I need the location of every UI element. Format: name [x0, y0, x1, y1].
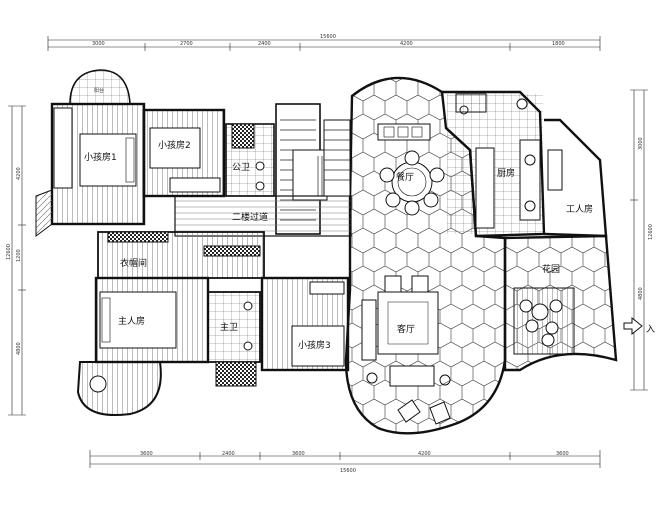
label-cloakroom: 衣帽间: [120, 257, 147, 269]
kid1-pillow: [125, 137, 135, 183]
master-balcony: [76, 361, 162, 416]
label-public-bath: 公卫: [232, 162, 250, 173]
dim-bottom-5: 3600: [556, 451, 569, 457]
master-pillow: [101, 297, 111, 343]
label-kitchen: 厨房: [497, 167, 515, 179]
stair-east: [323, 119, 351, 197]
sink-icon: [255, 181, 265, 191]
balcony-chair: [89, 375, 107, 393]
dim-bottom-total: 15600: [340, 468, 356, 474]
dimension-right: 3000 4800 12600: [630, 89, 654, 391]
dim-bottom-1: 3600: [140, 451, 153, 457]
dim-right-2: 4800: [638, 287, 644, 300]
stove-icon: [524, 200, 536, 212]
dim-top-4: 4200: [400, 41, 413, 47]
label-master-bath: 主卫: [220, 321, 238, 333]
corridor-floor: [174, 195, 352, 237]
dim-right-total: 12600: [648, 224, 654, 240]
label-kid2: 小孩房2: [158, 139, 191, 151]
label-master: 主人房: [118, 315, 145, 327]
public-bath-shower: [231, 123, 255, 149]
label-living: 客厅: [397, 323, 415, 335]
top-balcony: [69, 69, 131, 105]
cloakroom-rack: [107, 231, 169, 243]
label-dining: 餐厅: [396, 171, 414, 183]
kid1-wardrobe: [53, 107, 73, 189]
dim-bottom-2: 2400: [222, 451, 235, 457]
label-corridor: 二楼过道: [232, 211, 268, 223]
kid2-bed: [149, 127, 201, 169]
entrance-arrow-icon: [623, 316, 643, 336]
kid2-wardrobe: [169, 177, 221, 193]
label-kid1: 小孩房1: [84, 151, 117, 163]
label-balcony: 阳台: [94, 87, 104, 94]
cloakroom-rack: [203, 245, 261, 257]
master-bed: [99, 291, 177, 349]
toilet-icon: [243, 341, 253, 351]
stair-center: [292, 149, 328, 201]
dim-top-3: 2400: [258, 41, 271, 47]
dimension-top: 15600 3000 2700 2400 4200 1800: [47, 34, 601, 51]
kitchen-balcony: [455, 93, 487, 113]
dining-table: [379, 150, 445, 216]
dim-left-2: 1200: [16, 249, 22, 262]
kid3-bed: [291, 325, 345, 367]
dim-top-2: 2700: [180, 41, 193, 47]
dim-left-total: 12600: [6, 244, 12, 260]
living-sofa-set: [361, 275, 451, 425]
dim-top-1: 3000: [92, 41, 105, 47]
kid1-bay: [35, 189, 53, 237]
sink-icon: [516, 98, 528, 110]
label-kid3: 小孩房3: [298, 339, 331, 351]
dim-left-1: 4200: [16, 167, 22, 180]
dim-top-5: 1800: [552, 41, 565, 47]
dim-left-3: 4800: [16, 342, 22, 355]
maid-bed: [547, 149, 563, 191]
dim-bottom-4: 4200: [418, 451, 431, 457]
dim-top-total: 15600: [320, 34, 336, 40]
master-bath-tub: [215, 361, 257, 387]
dimension-left: 4200 1200 4800 12600: [6, 105, 26, 416]
garden-table: [519, 299, 563, 347]
dimension-bottom: 3600 2400 3600 4200 3600 15600: [89, 450, 601, 474]
label-entrance: 入: [646, 324, 655, 335]
toilet-icon: [255, 161, 265, 171]
stove-icon: [524, 154, 536, 166]
master-bath-floor: [207, 291, 261, 363]
dim-bottom-3: 3600: [292, 451, 305, 457]
label-maid: 工人房: [566, 203, 593, 215]
kid3-desk: [309, 281, 345, 295]
label-garden: 花园: [542, 263, 560, 275]
buffet-counter: [377, 123, 431, 141]
dim-right-1: 3000: [638, 137, 644, 150]
kitchen-island: [519, 139, 541, 221]
kitchen-counter: [475, 147, 495, 229]
sink-icon: [243, 301, 253, 311]
